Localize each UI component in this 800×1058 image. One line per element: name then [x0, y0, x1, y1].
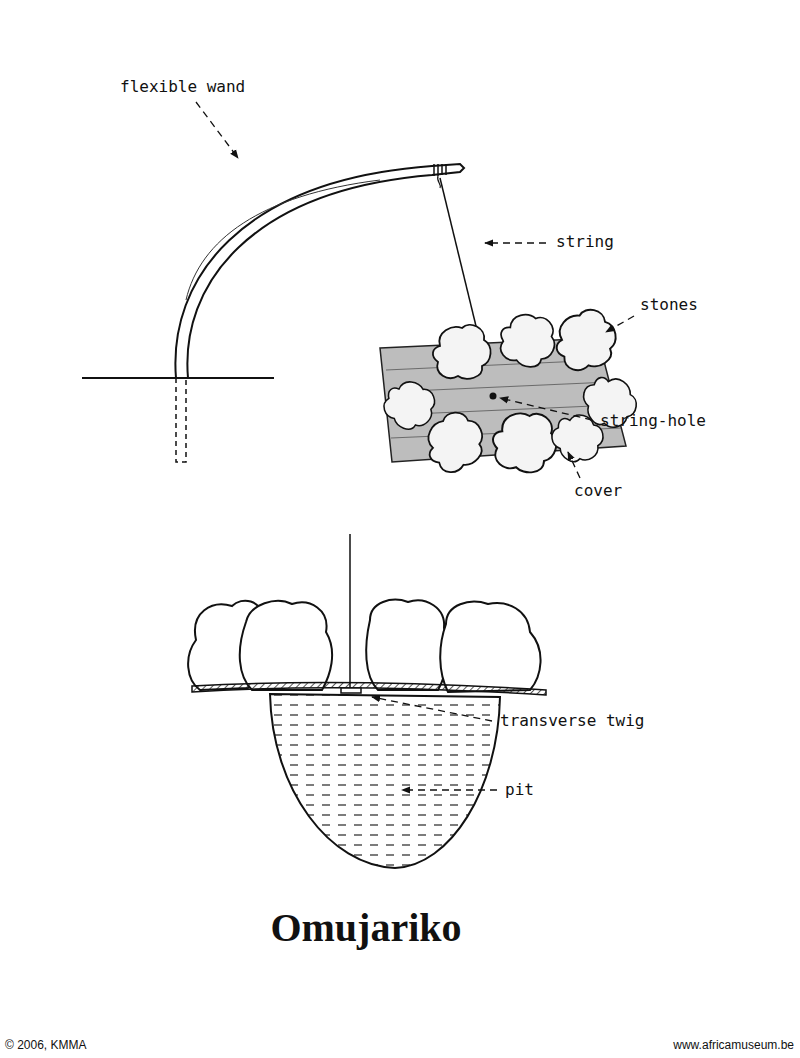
part-label: cover: [574, 482, 622, 500]
cover-section: [192, 683, 546, 695]
part-label: stones: [640, 296, 698, 314]
title: Omujariko: [270, 905, 461, 951]
leader-lines-lower: [372, 697, 497, 790]
string-hole-dot: [490, 393, 497, 400]
binding: [434, 164, 446, 176]
string-section: [349, 534, 351, 688]
watermark-url: www.africamuseum.be: [673, 1038, 794, 1052]
pit-outline: [270, 694, 500, 868]
part-label: flexible wand: [120, 78, 245, 96]
part-label: string-hole: [600, 412, 706, 430]
stones-section: [188, 600, 540, 692]
wand-buried: [176, 378, 186, 462]
part-label: string: [556, 233, 614, 251]
copyright-note: © 2006, KMMA: [5, 1038, 87, 1052]
stones: [376, 305, 641, 480]
leader-lines: [196, 102, 634, 478]
part-label: pit: [505, 781, 534, 799]
part-label: transverse twig: [500, 712, 645, 730]
transverse-twig: [341, 688, 361, 693]
wand-shade: [186, 180, 380, 300]
